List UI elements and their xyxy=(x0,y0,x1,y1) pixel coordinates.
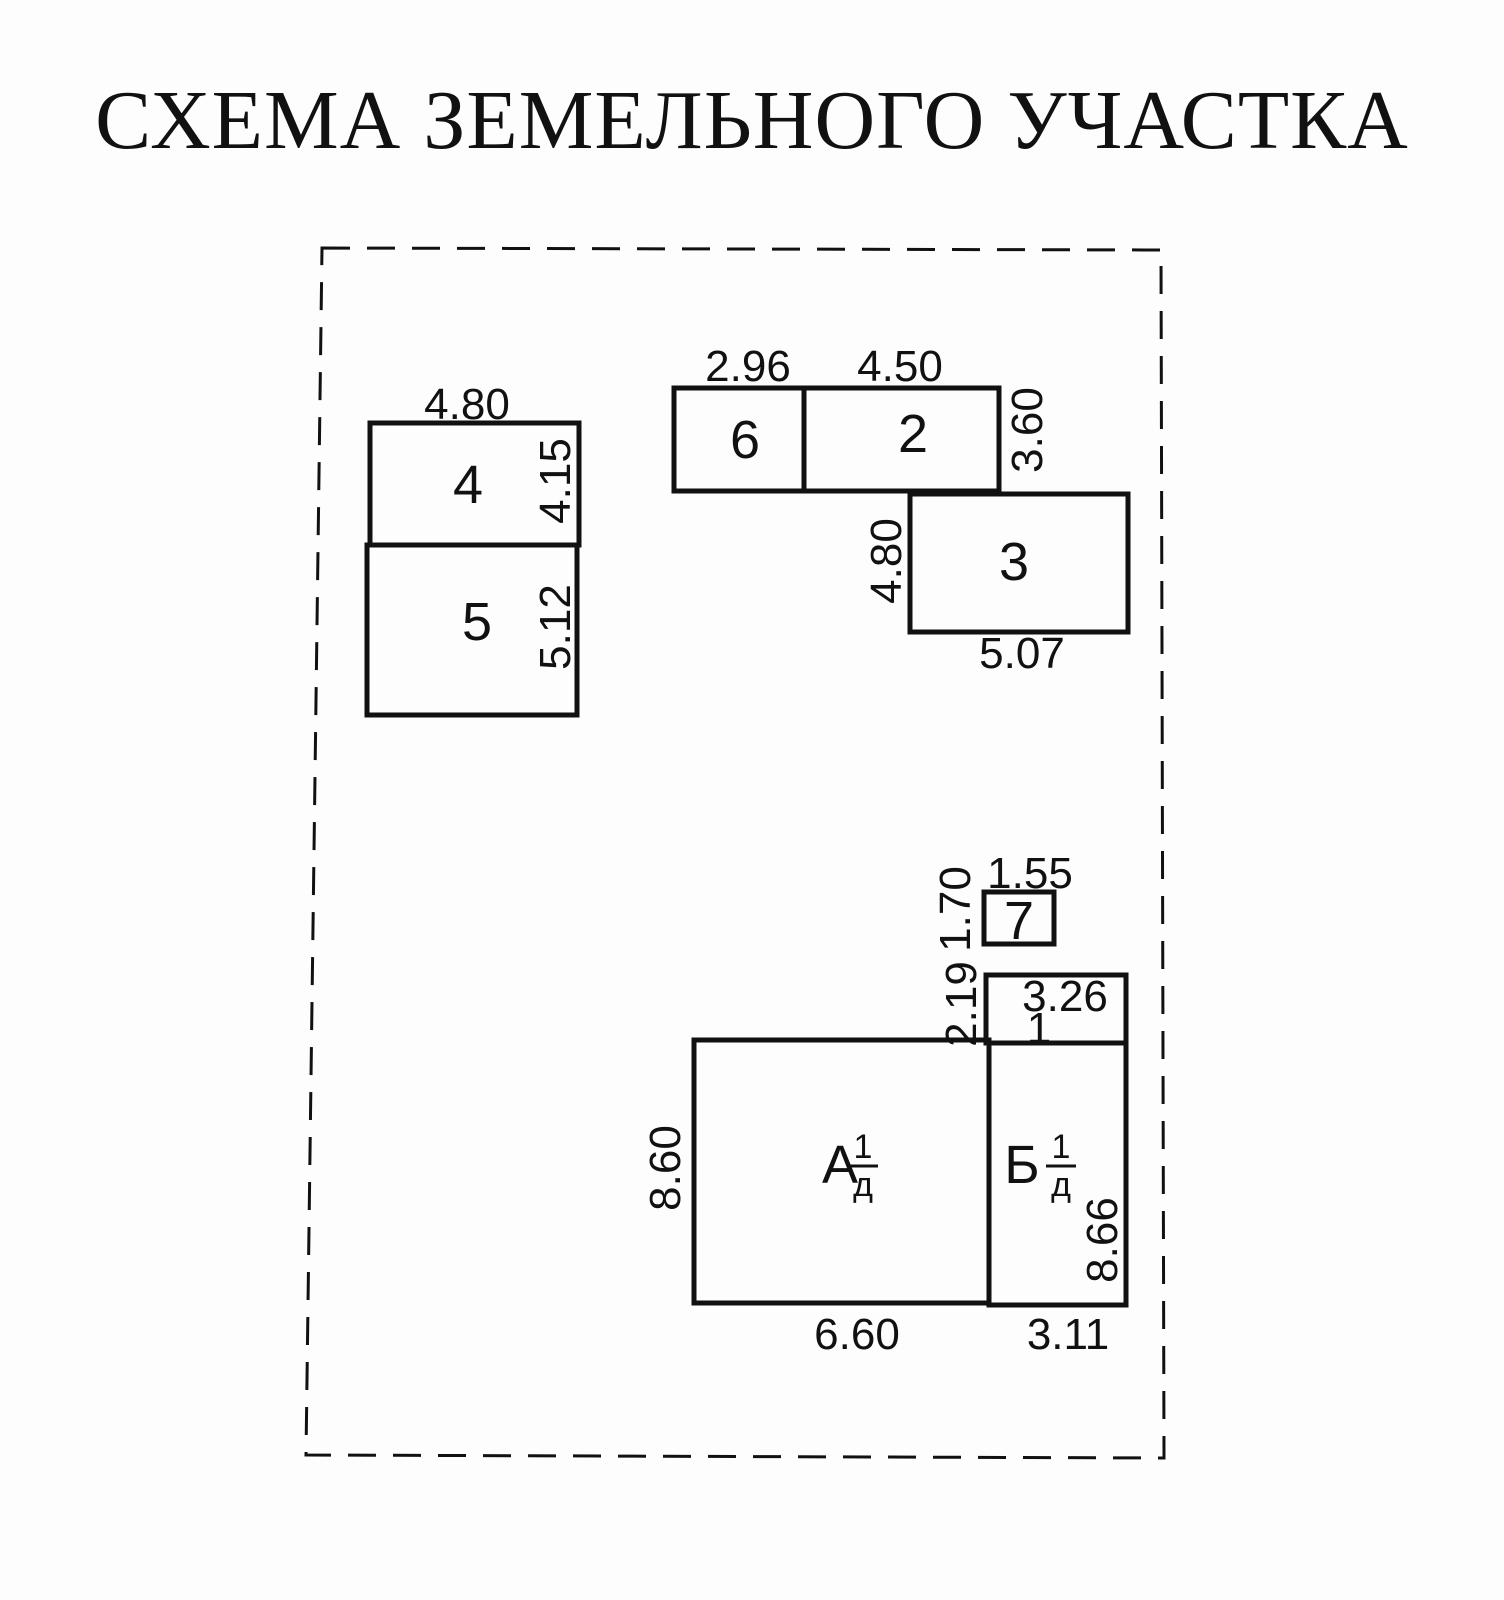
building-4-width: 4.80 xyxy=(424,380,510,429)
building-3[interactable] xyxy=(907,491,1131,635)
page-title: СХЕМА ЗЕМЕЛЬНОГО УЧАСТКА xyxy=(95,74,1409,167)
building-7-label: 7 xyxy=(1004,891,1034,951)
building-b-width: 3.11 xyxy=(1027,1310,1109,1359)
building-7[interactable] xyxy=(981,889,1057,947)
plot-boundary xyxy=(304,246,1166,1460)
building-b-subscript: д xyxy=(1051,1166,1071,1204)
building-a-height: 8.60 xyxy=(641,1125,690,1211)
building-5-height: 5.12 xyxy=(531,584,580,670)
building-a-width: 6.60 xyxy=(814,1310,900,1359)
building-6-label: 6 xyxy=(730,410,760,470)
building-7-height: 1.70 xyxy=(931,866,980,952)
building-b-superscript: 1 xyxy=(1052,1128,1071,1166)
building-3-label: 3 xyxy=(999,532,1029,592)
building-2-width: 4.50 xyxy=(857,342,943,391)
building-7-width: 1.55 xyxy=(987,849,1073,898)
building-3-width: 5.07 xyxy=(979,629,1065,678)
building-1-width: 3.26 xyxy=(1022,972,1108,1021)
building-2-height: 3.60 xyxy=(1003,387,1052,473)
building-6-width: 2.96 xyxy=(705,342,791,391)
building-4-height: 4.15 xyxy=(531,438,580,524)
building-5-label: 5 xyxy=(462,592,492,652)
building-2[interactable] xyxy=(801,385,1002,494)
building-1-height: 2.19 xyxy=(937,961,986,1047)
building-b[interactable] xyxy=(986,1040,1129,1308)
building-b-label: Б xyxy=(1004,1135,1039,1195)
building-b-height: 8.66 xyxy=(1078,1197,1127,1283)
building-5[interactable] xyxy=(364,542,580,718)
building-1-label: 1 xyxy=(1027,1004,1051,1053)
building-4-label: 4 xyxy=(453,455,483,515)
building-a-superscript: 1 xyxy=(854,1128,873,1166)
building-3-height: 4.80 xyxy=(862,518,911,604)
building-a-subscript: д xyxy=(853,1166,873,1204)
building-2-label: 2 xyxy=(898,404,928,464)
